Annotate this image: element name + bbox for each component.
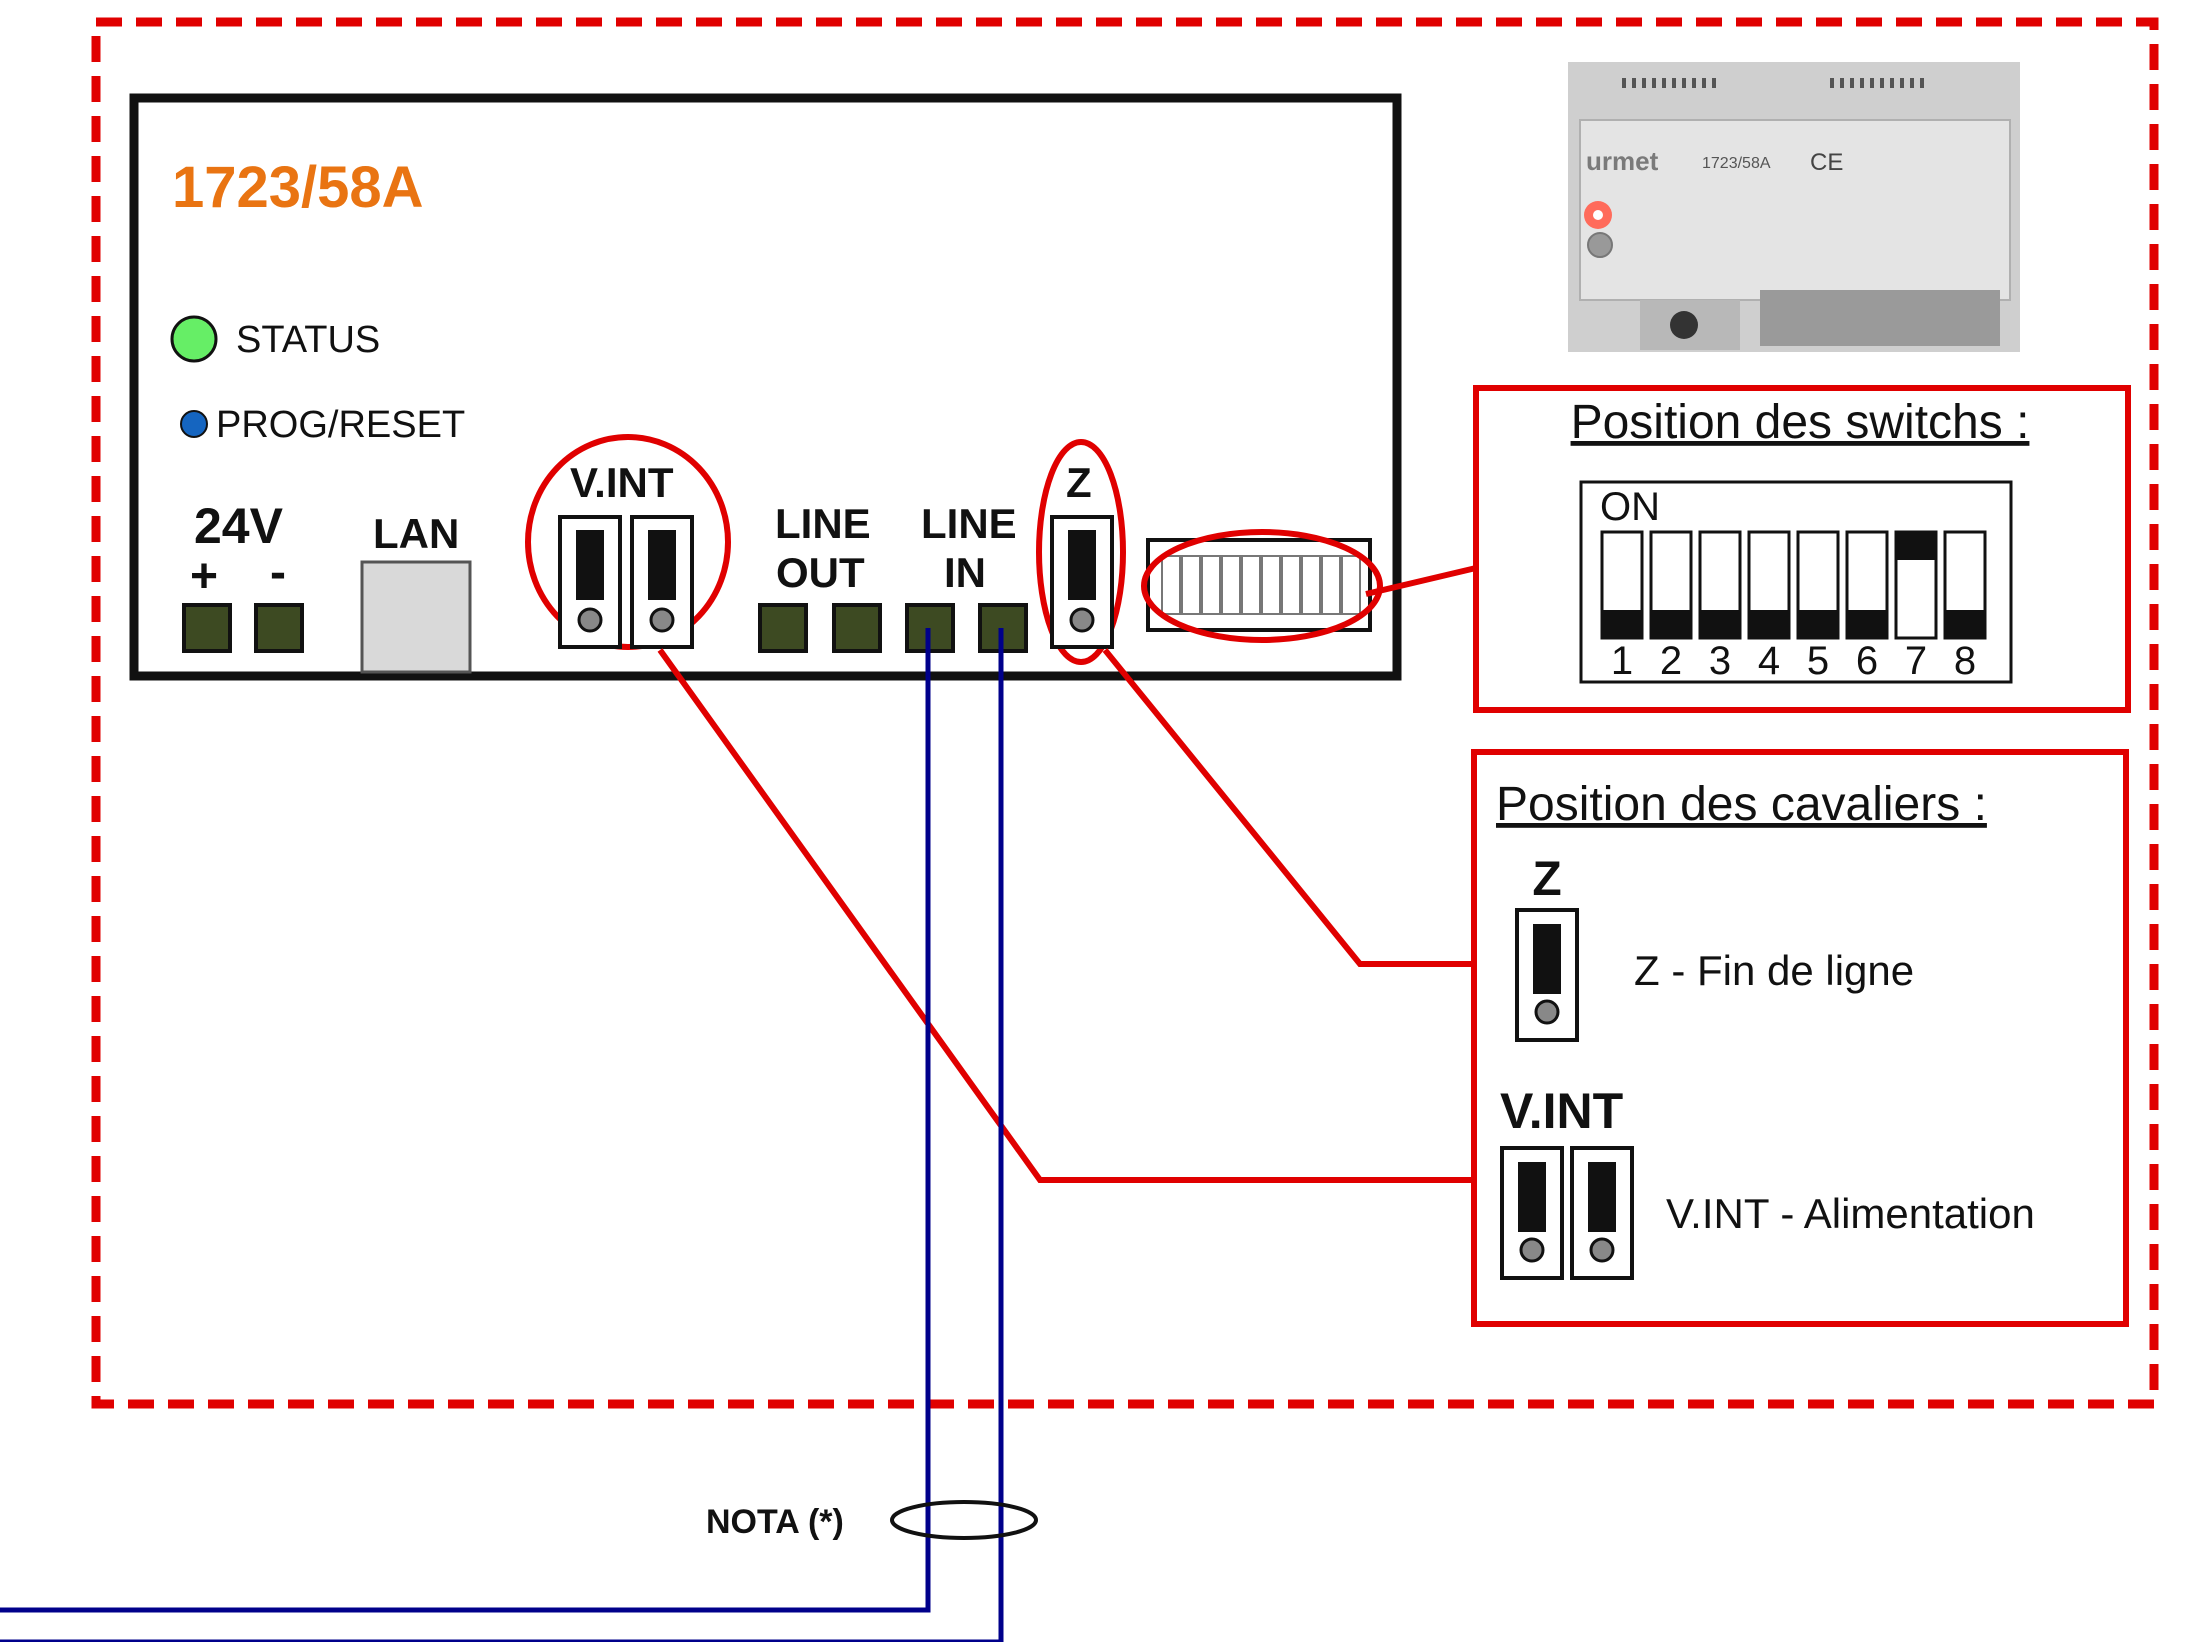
switch-key-7: 7: [1894, 530, 1938, 683]
vint-jumper-2: [630, 515, 694, 649]
switch-number: 7: [1905, 639, 1927, 683]
switch-number: 8: [1954, 639, 1976, 683]
switch-number: 5: [1807, 639, 1829, 683]
vint-highlight-circle: [525, 434, 731, 650]
module-dip-segment: [1341, 555, 1361, 615]
switch-panel-title: Position des switchs :: [1571, 396, 2030, 449]
photo-vent: [1622, 78, 1626, 88]
module-dip-segment: [1261, 555, 1281, 615]
vint-connector-line: [657, 648, 1474, 1183]
switch-key-2: 2: [1649, 530, 1693, 683]
photo-vent: [1642, 78, 1646, 88]
line-in-label-1: LINE: [921, 500, 1017, 547]
photo-power-connector: [1670, 311, 1698, 339]
module-model: 1723/58A: [172, 155, 424, 220]
power-minus-label: -: [270, 546, 286, 599]
switch-on-label: ON: [1600, 485, 1660, 529]
prog-reset-button-icon: [180, 410, 208, 438]
nota-label: NOTA (*): [706, 1503, 844, 1541]
lan-port: [360, 560, 472, 674]
photo-vent: [1890, 78, 1894, 88]
photo-vent: [1632, 78, 1636, 88]
z-jumper: [1050, 515, 1114, 649]
dip-highlight-circle: [1141, 529, 1383, 643]
terminal-line-out-2: [832, 603, 882, 653]
photo-vent: [1850, 78, 1854, 88]
module-dip-segments: [1161, 555, 1361, 615]
photo-vent: [1702, 78, 1706, 88]
module-dip-segment: [1241, 555, 1261, 615]
jumper-vint-icon-1: [1500, 1146, 1564, 1280]
z-label: Z: [1066, 459, 1092, 506]
jumper-z-heading: Z: [1532, 853, 1561, 906]
terminal-24v-minus: [254, 603, 304, 653]
jumper-vint-heading: V.INT: [1500, 1083, 1623, 1139]
terminal-line-out-1: [758, 603, 808, 653]
photo-vent: [1830, 78, 1834, 88]
switch-key-4: 4: [1747, 530, 1791, 683]
photo-vent: [1910, 78, 1914, 88]
photo-vent: [1860, 78, 1864, 88]
switch-key-5: 5: [1796, 530, 1840, 683]
z-highlight-circle: [1036, 439, 1126, 665]
photo-vent: [1920, 78, 1924, 88]
dip-connector-line: [1365, 565, 1477, 597]
module-dip-segment: [1181, 555, 1201, 615]
line-out-label-1: LINE: [775, 500, 871, 547]
switch-key-3: 3: [1698, 530, 1742, 683]
photo-reset-button: [1587, 232, 1613, 258]
line-out-label-2: OUT: [776, 549, 865, 596]
photo-model: 1723/58A: [1702, 155, 1771, 172]
jumper-z-icon: [1515, 908, 1579, 1042]
jumper-z-description: Z - Fin de ligne: [1634, 947, 1914, 994]
z-connector-line: [1102, 648, 1474, 967]
module-dip-segment: [1321, 555, 1341, 615]
photo-vent: [1682, 78, 1686, 88]
photo-vent: [1870, 78, 1874, 88]
switch-number: 2: [1660, 639, 1682, 683]
switch-key-8: 8: [1943, 530, 1987, 683]
line-in-wire-1: [0, 628, 931, 1613]
photo-vents: [1622, 78, 1924, 88]
photo-vent: [1840, 78, 1844, 88]
photo-ce-mark: CE: [1810, 149, 1843, 176]
photo-vent: [1662, 78, 1666, 88]
status-label: STATUS: [236, 319, 380, 361]
photo-vent: [1652, 78, 1656, 88]
switch-number: 1: [1611, 639, 1633, 683]
line-in-label-2: IN: [944, 549, 986, 596]
power-label: 24V: [194, 498, 284, 554]
photo-vent: [1880, 78, 1884, 88]
power-plus-label: +: [190, 550, 218, 603]
jumper-vint-description: V.INT - Alimentation: [1666, 1190, 2035, 1237]
photo-vent: [1712, 78, 1716, 88]
switch-number: 6: [1856, 639, 1878, 683]
switch-key-1: 1: [1600, 530, 1644, 683]
switch-number: 4: [1758, 639, 1780, 683]
photo-vent: [1900, 78, 1904, 88]
switch-number: 3: [1709, 639, 1731, 683]
nota-cable-marker: [890, 1500, 1038, 1540]
module-dip-segment: [1301, 555, 1321, 615]
switch-key-6: 6: [1845, 530, 1889, 683]
module-dip-segment: [1281, 555, 1301, 615]
module-dip-segment: [1201, 555, 1221, 615]
photo-vent: [1692, 78, 1696, 88]
photo-brand: urmet: [1586, 146, 1659, 176]
module-dip-segment: [1161, 555, 1181, 615]
prog-reset-label: PROG/RESET: [216, 404, 465, 446]
status-led-icon: [170, 315, 218, 363]
module-dip-segment: [1221, 555, 1241, 615]
jumper-vint-icon-2: [1570, 1146, 1634, 1280]
terminal-24v-plus: [182, 603, 232, 653]
photo-vent: [1672, 78, 1676, 88]
lan-label: LAN: [373, 510, 459, 557]
device-photo: urmet 1723/58A CE: [1568, 62, 2020, 352]
vint-jumper-1: [558, 515, 622, 649]
jumper-panel-title: Position des cavaliers :: [1496, 778, 1987, 831]
vint-label: V.INT: [570, 459, 674, 506]
